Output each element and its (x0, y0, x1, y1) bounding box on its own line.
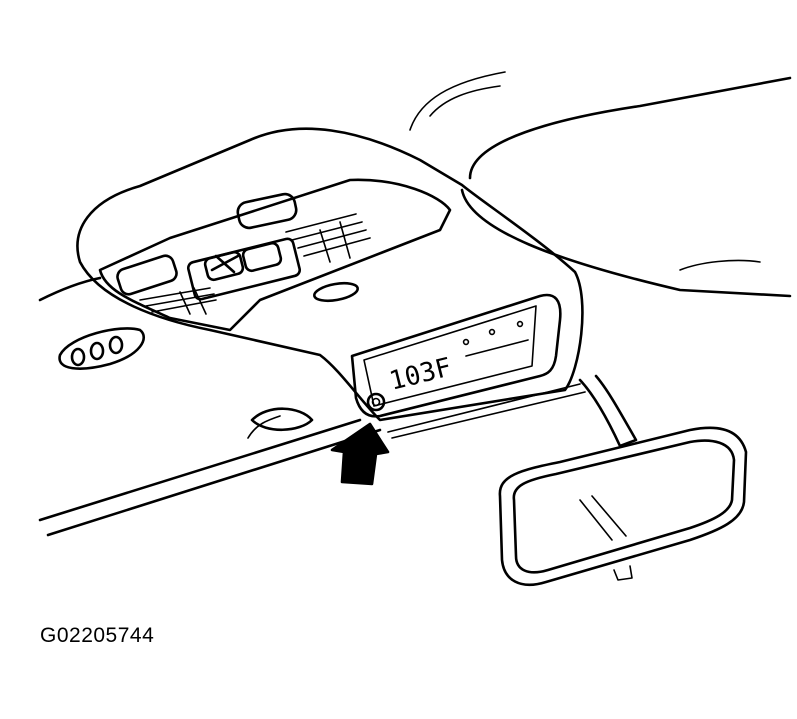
remote-button-3[interactable] (108, 335, 124, 355)
remote-button-2[interactable] (89, 341, 105, 361)
map-light-button-left[interactable] (115, 254, 178, 297)
dome-lens (312, 281, 360, 303)
mirror-tab (613, 565, 633, 581)
mirror-glare-1 (579, 499, 613, 541)
center-switch-housing (186, 237, 302, 301)
center-switch-right[interactable] (241, 241, 283, 273)
headliner-lower-edge-2 (46, 428, 382, 537)
display-indicator-1 (462, 338, 470, 346)
display-readout: 103F (386, 353, 454, 397)
roof-mark-right (679, 259, 761, 271)
pointer-arrow (330, 422, 390, 486)
map-light-button-top[interactable] (236, 192, 298, 230)
visor-clip (250, 407, 314, 432)
roof-stitch-arc (409, 71, 506, 131)
console-inner-panel (98, 178, 452, 332)
display-indicator-3 (516, 320, 524, 328)
display-scale (465, 339, 529, 357)
remote-button-1[interactable] (70, 347, 86, 367)
center-switch-x-b (214, 254, 236, 274)
display-window (363, 305, 537, 407)
mirror-glare-2 (591, 495, 627, 537)
mirror-arm-line (387, 383, 581, 433)
display-indicator-2 (488, 328, 496, 336)
display-knob-center (371, 397, 381, 407)
roof-outline (468, 76, 792, 180)
console-housing (76, 127, 584, 422)
headliner-lower-edge (38, 418, 362, 522)
rear-view-mirror-inner (512, 439, 736, 574)
roof-edge-right (460, 188, 792, 298)
roof-stitch-arc-2 (429, 85, 501, 117)
grille-right (285, 213, 371, 263)
remote-pad (58, 327, 146, 370)
display-knob[interactable] (366, 392, 386, 412)
display-bezel (350, 293, 562, 418)
headliner-left-edge (38, 276, 102, 302)
mirror-arm (578, 374, 638, 448)
rear-view-mirror-outer (498, 426, 748, 587)
center-switch-left[interactable] (203, 250, 245, 282)
mirror-arm-line-2 (391, 391, 586, 439)
visor-clip-base (247, 415, 281, 439)
grille-left (139, 287, 217, 315)
figure-id: G02205744 (40, 624, 155, 647)
